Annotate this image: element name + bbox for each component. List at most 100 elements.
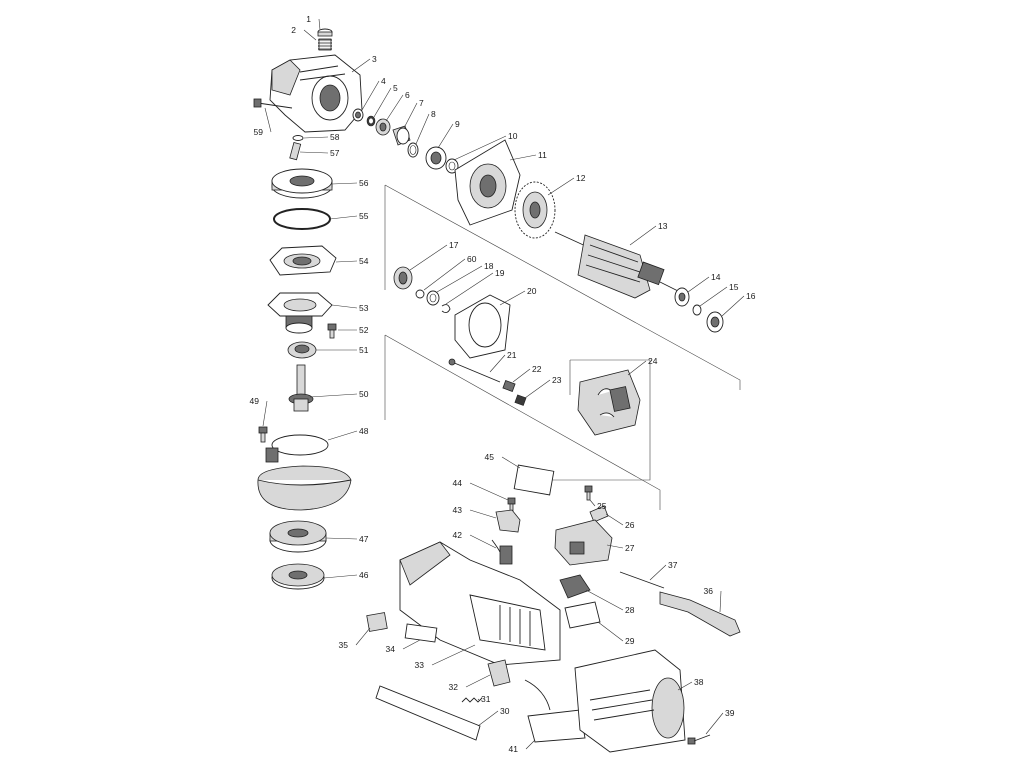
leader-line-22 — [512, 368, 531, 383]
part-14-bearing — [674, 287, 690, 307]
part-number-49: 49 — [250, 396, 260, 406]
leader-line-8 — [415, 113, 430, 145]
part-number-54: 54 — [359, 256, 369, 266]
part-number-19: 19 — [495, 268, 505, 278]
part-34-label — [404, 623, 438, 643]
part-number-45: 45 — [485, 452, 495, 462]
leader-line-26 — [605, 513, 624, 526]
leader-line-32 — [465, 674, 491, 688]
part-22-brush-holder — [502, 380, 516, 392]
part-number-53: 53 — [359, 303, 369, 313]
leader-line-59 — [264, 107, 272, 133]
part-number-28: 28 — [625, 605, 635, 615]
leader-line-27 — [606, 544, 624, 549]
part-number-20: 20 — [527, 286, 537, 296]
leader-line-41 — [525, 739, 536, 750]
part-19-baffle-clip — [441, 304, 451, 314]
part-44-screw — [507, 497, 516, 512]
part-number-38: 38 — [694, 677, 704, 687]
part-number-33: 33 — [415, 660, 425, 670]
leader-line-5 — [373, 87, 392, 118]
part-39-screw — [687, 734, 711, 745]
part-number-16: 16 — [746, 291, 756, 301]
part-26-lever — [589, 505, 609, 523]
part-5-ring — [366, 115, 376, 127]
leader-line-14 — [687, 276, 710, 293]
part-51-bearing — [287, 341, 317, 359]
part-11-bearing-box — [454, 139, 521, 226]
part-36-strain-relief — [659, 591, 741, 637]
leader-line-34 — [402, 639, 421, 650]
part-number-9: 9 — [455, 119, 460, 129]
leader-line-57 — [299, 151, 329, 154]
leader-line-37 — [649, 564, 667, 581]
part-7-sleeve — [392, 125, 411, 146]
leader-line-33 — [431, 644, 476, 666]
part-number-60: 60 — [467, 254, 477, 264]
leader-line-50 — [309, 393, 358, 398]
part-number-12: 12 — [576, 173, 586, 183]
leader-line-4 — [361, 80, 380, 111]
leader-line-7 — [403, 102, 418, 129]
part-32-strain-relief — [487, 659, 511, 687]
leader-line-56 — [331, 182, 358, 185]
leader-line-1 — [318, 18, 321, 31]
leader-line-25 — [589, 499, 596, 507]
leader-line-6 — [385, 94, 404, 122]
part-number-4: 4 — [381, 76, 386, 86]
part-24-field — [577, 369, 641, 436]
leader-line-15 — [699, 286, 728, 307]
part-number-1: 1 — [306, 14, 311, 24]
part-28-switch-lever — [559, 574, 591, 599]
part-labels: 1234567891011121314151617181920212223242… — [250, 14, 756, 754]
leader-line-20 — [499, 290, 526, 306]
leader-line-58 — [303, 136, 329, 139]
part-58-washer — [292, 135, 304, 141]
leader-line-30 — [477, 710, 499, 727]
part-50-spindle — [288, 364, 314, 412]
leader-line-53 — [331, 304, 358, 309]
part-number-55: 55 — [359, 211, 369, 221]
part-number-23: 23 — [552, 375, 562, 385]
leader-line-35 — [355, 627, 371, 646]
part-number-36: 36 — [704, 586, 714, 596]
part-45-label — [513, 464, 555, 496]
part-53-bearing-retainer — [267, 292, 333, 334]
leader-line-9 — [437, 123, 454, 149]
part-12-fan — [514, 181, 556, 239]
leader-line-42 — [469, 534, 497, 549]
leader-line-11 — [509, 154, 537, 161]
part-16-bearing — [706, 311, 724, 333]
part-49-screw — [258, 426, 268, 443]
part-8-retaining-ring — [407, 142, 419, 158]
part-number-59: 59 — [254, 127, 264, 137]
leader-line-24 — [627, 360, 647, 376]
part-number-22: 22 — [532, 364, 542, 374]
leader-line-12 — [547, 177, 575, 196]
part-23-clip — [514, 394, 527, 406]
part-52-screw — [327, 323, 337, 339]
leader-line-60 — [423, 258, 466, 291]
part-25-screw — [584, 485, 593, 501]
part-number-3: 3 — [372, 54, 377, 64]
leader-line-21 — [489, 354, 506, 373]
part-47-inner-flange — [269, 520, 327, 553]
leader-line-17 — [409, 244, 448, 271]
part-number-21: 21 — [507, 350, 517, 360]
part-38-rear-cover — [574, 649, 686, 753]
leader-line-47 — [325, 537, 358, 540]
leader-line-28 — [585, 589, 624, 611]
part-number-11: 11 — [538, 150, 547, 160]
part-29-plate — [564, 601, 601, 629]
part-number-2: 2 — [291, 25, 296, 35]
part-1-cap — [317, 28, 333, 37]
leader-line-38 — [677, 681, 693, 691]
part-18-ring — [426, 290, 440, 306]
part-3-gear-housing — [269, 54, 363, 133]
part-number-57: 57 — [330, 148, 340, 158]
leader-line-23 — [524, 379, 551, 399]
leader-line-43 — [469, 509, 497, 519]
leader-line-46 — [323, 574, 358, 579]
part-27-switch — [554, 519, 613, 566]
